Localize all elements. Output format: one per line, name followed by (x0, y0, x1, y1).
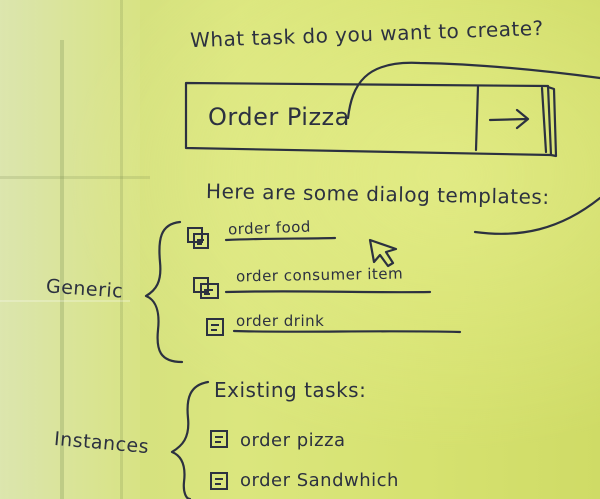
task-doc-icon (210, 430, 228, 448)
window-reflection (0, 0, 140, 499)
existing-task-item[interactable]: order Sandwhich (240, 470, 399, 491)
existing-task-item[interactable]: order pizza (240, 430, 346, 451)
generic-label: Generic (45, 275, 124, 303)
templates-heading: Here are some dialog templates: (205, 179, 550, 209)
instances-label: Instances (53, 427, 150, 459)
generic-brace (144, 220, 184, 364)
dialog-doc-icon (193, 277, 219, 299)
task-input-value[interactable]: Order Pizza (208, 103, 350, 131)
arrow-right-icon (488, 108, 530, 130)
window-sill-reflection (0, 176, 150, 179)
dialog-doc-icon (187, 227, 209, 249)
dialog-doc-icon (206, 318, 224, 336)
task-doc-icon (210, 472, 228, 490)
existing-heading: Existing tasks: (214, 378, 367, 402)
template-item[interactable]: order food (227, 217, 312, 239)
connector-line (346, 61, 600, 120)
mouse-pointer-icon (368, 238, 398, 268)
template-item[interactable]: order consumer item (235, 264, 404, 286)
instances-brace (170, 380, 210, 499)
prompt-heading: What task do you want to create? (189, 15, 545, 53)
template-item[interactable]: order drink (236, 312, 325, 330)
window-frame-reflection-2 (120, 0, 123, 499)
